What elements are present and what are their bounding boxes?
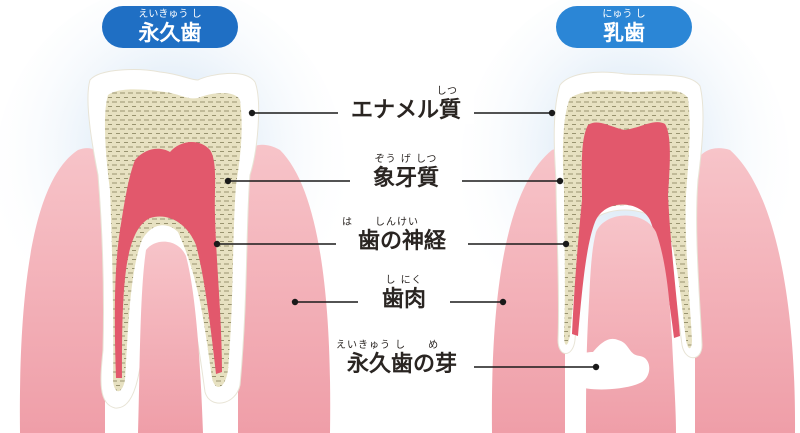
- permanent-teeth-badge: えいきゅう し 永久歯: [102, 6, 238, 48]
- label-enamel: しつ エナメル質: [338, 86, 474, 124]
- label-dentin-text: 象牙質: [372, 166, 439, 191]
- label-bud: えいきゅう し め 永久歯の芽: [330, 340, 474, 378]
- label-dentin: ぞう げ しつ 象牙質: [350, 154, 462, 192]
- gum-between-roots-left: [138, 241, 203, 433]
- dot-gum-right: [499, 298, 507, 306]
- baby-teeth-ruby: にゅう し: [602, 9, 646, 20]
- label-nerve-text: 歯の神経: [357, 229, 446, 254]
- label-bud-text: 永久歯の芽: [346, 352, 457, 377]
- permanent-tooth-bud: [569, 338, 650, 390]
- baby-teeth-title: 乳歯: [603, 21, 645, 45]
- dot-dentin-right: [556, 177, 564, 185]
- label-enamel-text: エナメル質: [350, 98, 461, 123]
- label-nerve: は しんけい 歯の神経: [336, 217, 468, 255]
- nerve-left: [114, 141, 222, 378]
- baby-teeth-badge: にゅう し 乳歯: [556, 6, 692, 48]
- dot-nerve-left: [213, 240, 221, 248]
- dot-dentin-left: [224, 177, 232, 185]
- dot-nerve-right: [562, 240, 570, 248]
- permanent-teeth-title: 永久歯: [138, 21, 202, 45]
- dot-enamel-left: [248, 109, 256, 117]
- nerve-right: [572, 122, 680, 338]
- dot-enamel-right: [548, 109, 556, 117]
- label-enamel-ruby: しつ: [436, 86, 458, 97]
- label-gum-text: 歯肉: [381, 287, 426, 312]
- label-nerve-ruby: は しんけい: [342, 217, 419, 228]
- label-bud-ruby: えいきゅう し め: [336, 340, 440, 351]
- gum-left: [19, 144, 331, 433]
- gum-right: [491, 148, 796, 433]
- leader-dots: [213, 109, 600, 371]
- label-gum-ruby: し にく: [385, 275, 423, 286]
- label-dentin-ruby: ぞう げ しつ: [374, 154, 438, 165]
- dot-gum-left: [291, 298, 299, 306]
- permanent-teeth-ruby: えいきゅう し: [138, 9, 202, 20]
- dot-bud: [592, 363, 600, 371]
- label-gum: し にく 歯肉: [358, 275, 450, 313]
